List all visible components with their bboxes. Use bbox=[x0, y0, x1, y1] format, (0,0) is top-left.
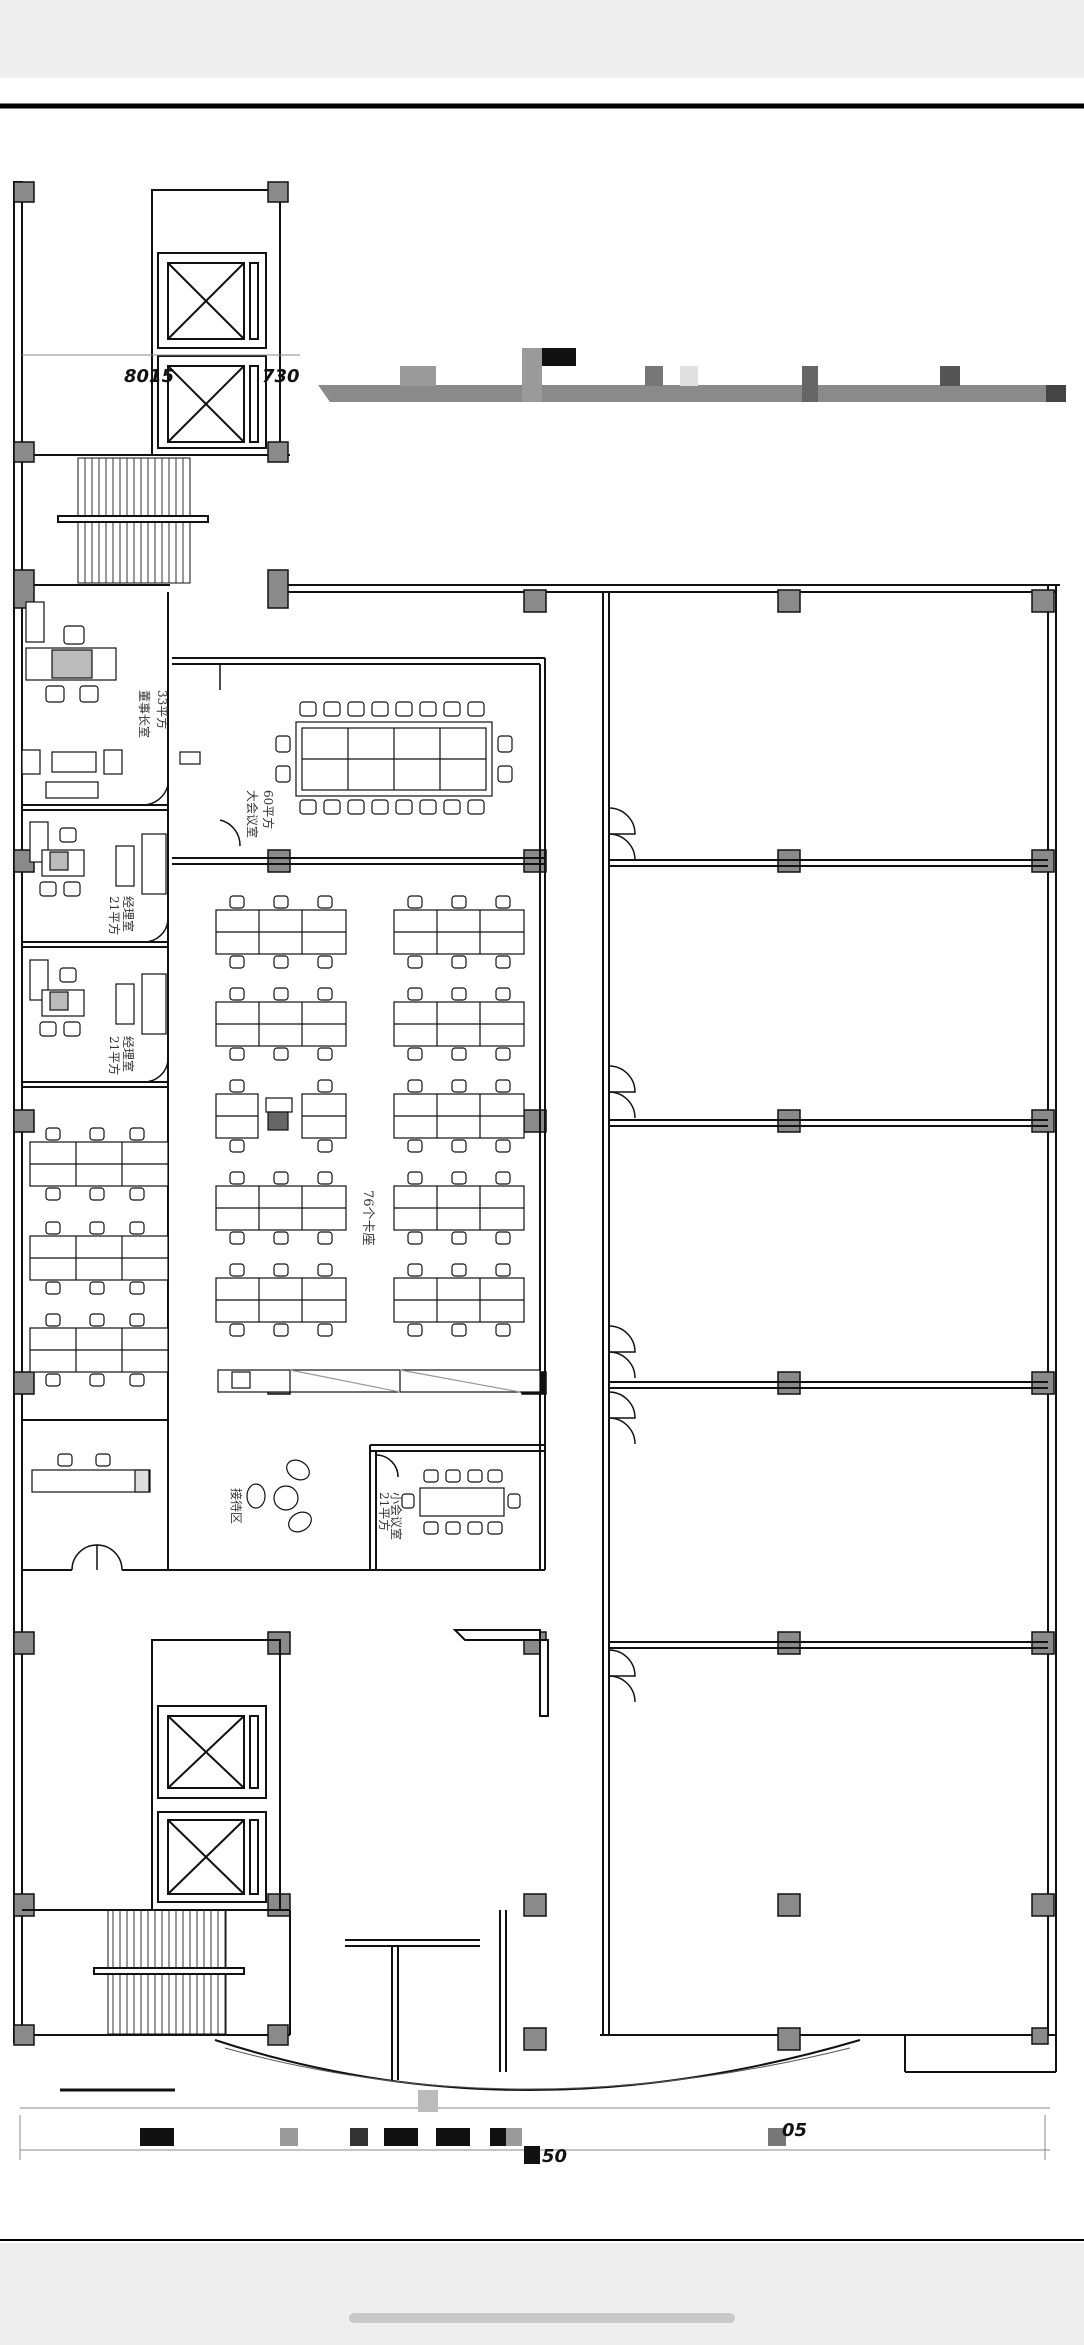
workstation-cluster bbox=[393, 1079, 525, 1153]
storage-cabinets bbox=[217, 1369, 541, 1393]
workstation-cluster bbox=[393, 1171, 525, 1245]
viewer-bottom-bar bbox=[0, 2243, 1084, 2345]
reception-label: 接待区 bbox=[229, 1488, 244, 1524]
manager-room-2-name: 经理室 bbox=[121, 1036, 136, 1072]
viewer-top-bar bbox=[0, 0, 1084, 78]
dimension-label-50: 50 bbox=[542, 2146, 567, 2167]
dimension-label-730: 730 bbox=[262, 366, 300, 387]
small-meeting-furniture bbox=[401, 1469, 521, 1535]
conference-chairs bbox=[275, 701, 513, 815]
manager-room-1-area: 21平方 bbox=[107, 896, 122, 935]
dimension-label-05: 05 bbox=[782, 2120, 807, 2141]
sink-fixture bbox=[179, 751, 201, 765]
workstation-cluster bbox=[393, 1263, 525, 1337]
workstation-cluster bbox=[215, 1171, 347, 1245]
workstation-cluster bbox=[29, 1313, 169, 1387]
conference-table bbox=[295, 721, 493, 797]
workstation-cluster bbox=[393, 987, 525, 1061]
lower-stair-landing bbox=[93, 1967, 245, 1975]
workstation-cluster bbox=[29, 1127, 169, 1201]
workstation-cluster bbox=[29, 1221, 169, 1295]
workstations-label: 76个卡座 bbox=[360, 1190, 375, 1246]
workstation-cluster bbox=[215, 987, 347, 1061]
conference-room-name: 大会议室 bbox=[245, 790, 260, 838]
small-meeting-area: 21平方 bbox=[377, 1492, 392, 1531]
right-partitions bbox=[602, 592, 1048, 2035]
right-unit-doors bbox=[608, 807, 636, 1703]
manager-office-2-furniture bbox=[29, 959, 167, 1037]
manager-room-2-area: 21平方 bbox=[107, 1036, 122, 1075]
chairman-room-name: 董事长室 bbox=[137, 690, 152, 738]
office-walls bbox=[22, 592, 546, 1571]
conference-room-area: 60平方 bbox=[261, 790, 276, 829]
small-meeting-name: 小会议室 bbox=[389, 1492, 404, 1540]
chairman-furniture bbox=[21, 601, 123, 799]
reception-furniture bbox=[31, 1453, 312, 1533]
manager-room-1-name: 经理室 bbox=[121, 896, 136, 932]
redacted-band bbox=[318, 348, 1066, 402]
entrance-canopy-inner bbox=[224, 2047, 851, 2090]
workstations bbox=[29, 895, 525, 1387]
chairman-room-area: 33平方 bbox=[155, 690, 170, 729]
lower-core bbox=[22, 1629, 549, 2080]
manager-office-1-furniture bbox=[29, 821, 167, 897]
dimension-label-8015: 8015 bbox=[124, 366, 174, 387]
bottom-dimension-strip bbox=[19, 2088, 1050, 2164]
workstation-cluster bbox=[215, 1263, 347, 1337]
workstation-cluster bbox=[393, 895, 525, 969]
entrance-canopy bbox=[214, 2039, 861, 2091]
workstation-cluster bbox=[215, 895, 347, 969]
workstation-cluster bbox=[215, 1079, 347, 1153]
upper-stair-landing bbox=[57, 515, 209, 523]
home-indicator[interactable] bbox=[349, 2313, 735, 2323]
office-doors bbox=[71, 663, 399, 1571]
upper-core bbox=[34, 189, 290, 586]
